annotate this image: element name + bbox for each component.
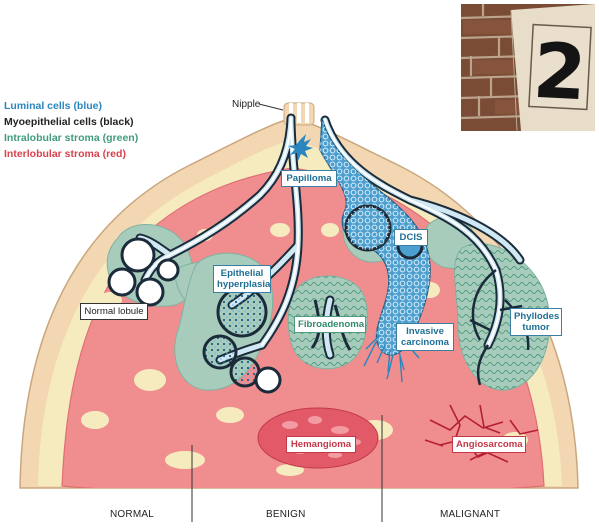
hemangioma-label: Hemangioma — [286, 436, 356, 453]
fibroadenoma-label: Fibroadenoma — [294, 316, 366, 333]
dcis-label: DCIS — [394, 229, 428, 246]
sign-number: 2 — [531, 26, 588, 118]
brick-wall-image: 2 — [461, 4, 595, 131]
angiosarcoma-label: Angiosarcoma — [452, 436, 526, 453]
legend-intralobular: Intralobular stroma (green) — [4, 132, 138, 144]
invasive-carcinoma-label: Invasive carcinoma — [396, 323, 454, 351]
section-malignant-label: MALIGNANT — [440, 509, 500, 520]
section-normal-label: NORMAL — [110, 509, 154, 520]
epithelial-hyperplasia-label: Epithelial hyperplasia — [213, 265, 271, 293]
legend-interlobular: Interlobular stroma (red) — [4, 148, 126, 160]
diagram-shape-16 — [259, 104, 283, 110]
nipple-label: Nipple — [232, 99, 260, 110]
normal-lobule-label: Normal lobule — [80, 303, 148, 320]
legend-myoepithelial: Myoepithelial cells (black) — [4, 116, 134, 128]
section-benign-label: BENIGN — [266, 509, 306, 520]
papilloma-label: Papilloma — [281, 170, 337, 187]
brick-wall-photo: 2 — [461, 4, 595, 131]
legend-luminal: Luminal cells (blue) — [4, 100, 102, 112]
phyllodes-tumor-label: Phyllodes tumor — [510, 308, 562, 336]
